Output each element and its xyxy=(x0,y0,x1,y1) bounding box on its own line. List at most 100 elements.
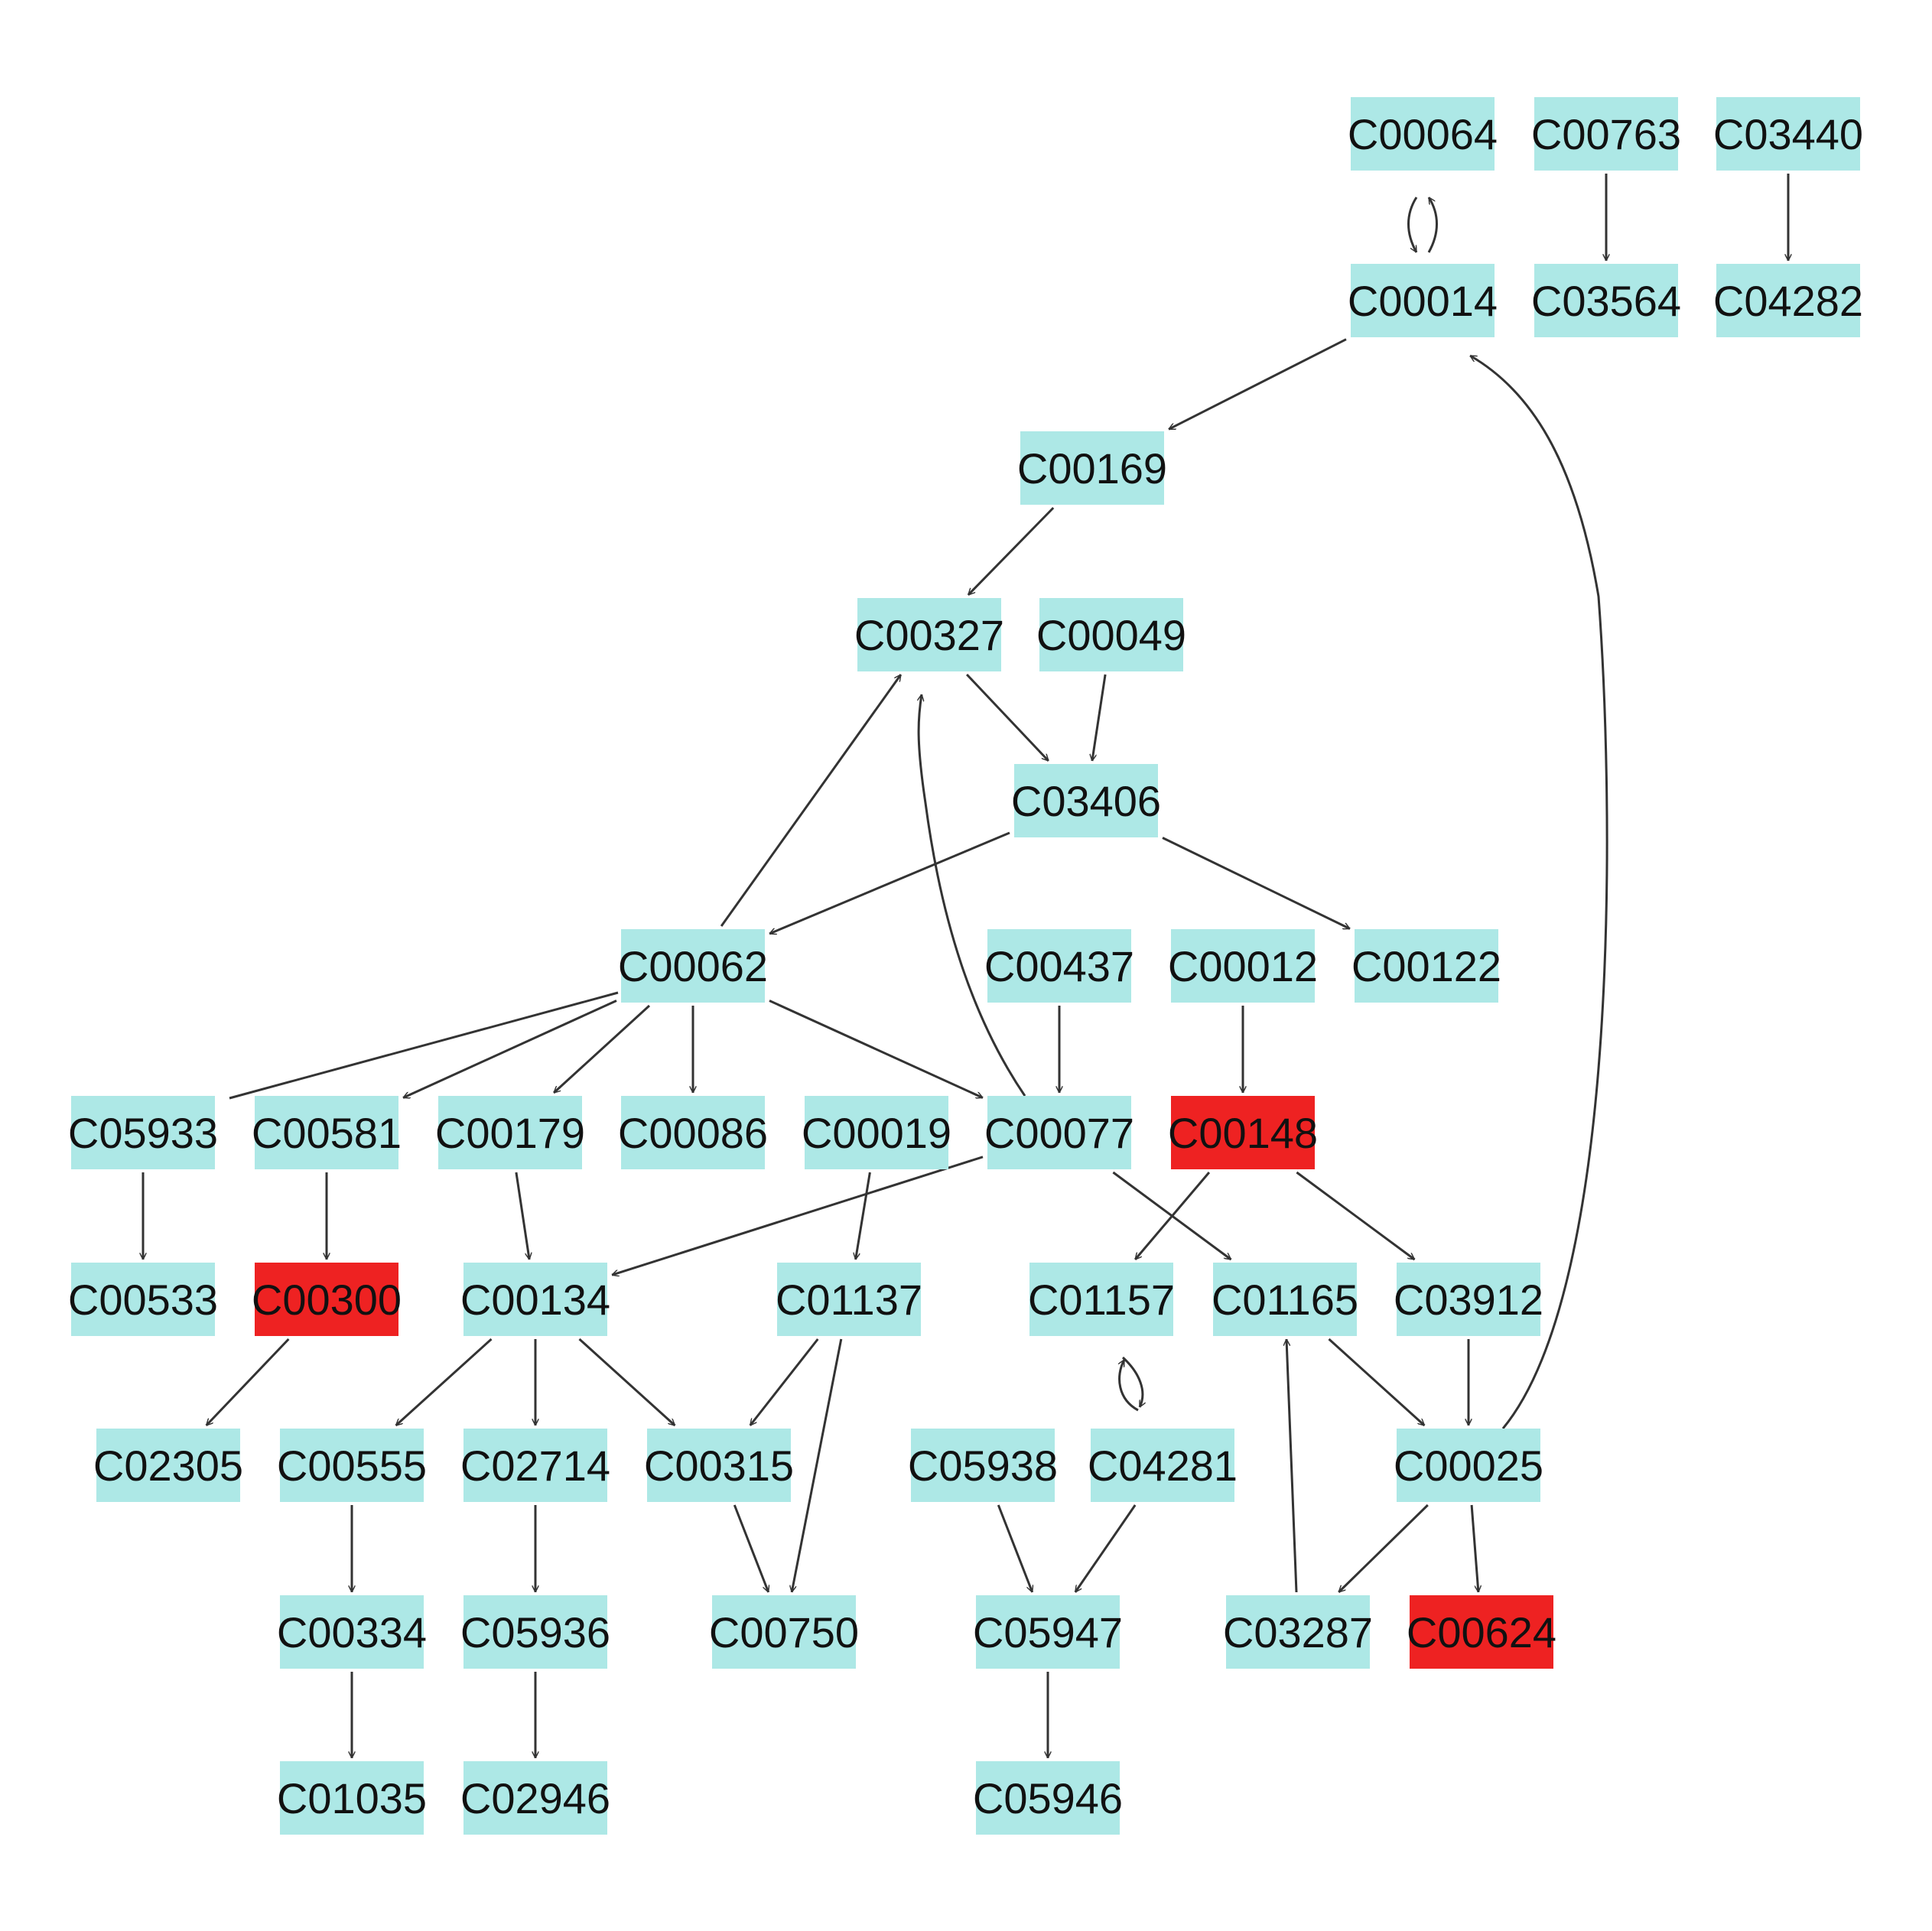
node-box xyxy=(621,929,765,1003)
node-c00122[interactable]: C00122 xyxy=(1351,929,1501,1003)
node-label: C00581 xyxy=(252,1109,402,1157)
node-c00763[interactable]: C00763 xyxy=(1531,97,1681,171)
node-box xyxy=(463,1263,607,1336)
node-c01165[interactable]: C01165 xyxy=(1212,1263,1358,1336)
node-label: C00148 xyxy=(1168,1109,1318,1157)
node-box xyxy=(96,1429,240,1502)
node-box xyxy=(1534,264,1678,337)
node-label: C01157 xyxy=(1028,1276,1175,1324)
node-c00581[interactable]: C00581 xyxy=(252,1096,402,1169)
node-c05946[interactable]: C05946 xyxy=(973,1761,1123,1835)
node-label: C02946 xyxy=(460,1774,610,1822)
node-label: C00533 xyxy=(68,1276,218,1324)
node-label: C04281 xyxy=(1088,1442,1238,1490)
node-c00064[interactable]: C00064 xyxy=(1348,97,1498,171)
node-c00555[interactable]: C00555 xyxy=(277,1429,427,1502)
node-box xyxy=(1029,1263,1173,1336)
node-c01157[interactable]: C01157 xyxy=(1028,1263,1175,1336)
node-c02714[interactable]: C02714 xyxy=(460,1429,610,1502)
node-c02305[interactable]: C02305 xyxy=(93,1429,243,1502)
node-label: C05946 xyxy=(973,1774,1123,1822)
node-c01035[interactable]: C01035 xyxy=(277,1761,427,1835)
node-box xyxy=(712,1595,856,1669)
edge-c00019-to-c01137 xyxy=(856,1172,871,1260)
node-c00019[interactable]: C00019 xyxy=(802,1096,951,1169)
node-label: C03564 xyxy=(1531,277,1681,325)
node-box xyxy=(976,1761,1120,1835)
node-c00012[interactable]: C00012 xyxy=(1168,929,1318,1003)
node-box xyxy=(911,1429,1055,1502)
node-c00624[interactable]: C00624 xyxy=(1407,1595,1556,1669)
edge-c00062-to-c00179 xyxy=(554,1004,651,1094)
node-box xyxy=(987,1096,1131,1169)
node-box xyxy=(647,1429,791,1502)
node-label: C00077 xyxy=(984,1109,1134,1157)
node-box xyxy=(1091,1429,1234,1502)
node-box xyxy=(1397,1429,1540,1502)
node-c00148[interactable]: C00148 xyxy=(1168,1096,1318,1169)
node-box xyxy=(1171,929,1315,1003)
node-label: C00019 xyxy=(802,1109,951,1157)
node-c04281[interactable]: C04281 xyxy=(1088,1429,1238,1502)
node-label: C00014 xyxy=(1348,277,1498,325)
node-label: C00315 xyxy=(644,1442,794,1490)
node-c02946[interactable]: C02946 xyxy=(460,1761,610,1835)
node-c03564[interactable]: C03564 xyxy=(1531,264,1681,337)
node-box xyxy=(777,1263,921,1336)
node-c00334[interactable]: C00334 xyxy=(277,1595,427,1669)
node-label: C00049 xyxy=(1036,611,1186,659)
node-box xyxy=(71,1263,215,1336)
edge-c00327-to-c03406 xyxy=(966,673,1049,761)
edge-c01157-to-c04281 xyxy=(1121,1356,1143,1407)
node-box xyxy=(1355,929,1498,1003)
node-c00086[interactable]: C00086 xyxy=(618,1096,768,1169)
node-box xyxy=(976,1595,1120,1669)
node-c01137[interactable]: C01137 xyxy=(776,1263,922,1336)
node-box xyxy=(280,1429,424,1502)
node-box xyxy=(463,1761,607,1835)
node-c00315[interactable]: C00315 xyxy=(644,1429,794,1502)
node-c05947[interactable]: C05947 xyxy=(973,1595,1123,1669)
edge-c00062-to-c00581 xyxy=(403,1000,617,1099)
node-c00533[interactable]: C00533 xyxy=(68,1263,218,1336)
node-box xyxy=(1226,1595,1370,1669)
edge-c00134-to-c00555 xyxy=(396,1338,493,1427)
node-c00025[interactable]: C00025 xyxy=(1394,1429,1543,1502)
node-c03912[interactable]: C03912 xyxy=(1394,1263,1543,1336)
node-c03287[interactable]: C03287 xyxy=(1223,1595,1373,1669)
edge-c03287-to-c01165 xyxy=(1286,1339,1298,1593)
edge-c00315-to-c00750 xyxy=(733,1504,768,1592)
node-label: C05936 xyxy=(460,1608,610,1656)
edge-c00134-to-c00315 xyxy=(578,1338,675,1427)
node-box xyxy=(987,929,1131,1003)
node-c05938[interactable]: C05938 xyxy=(908,1429,1058,1502)
node-c00134[interactable]: C00134 xyxy=(460,1263,610,1336)
node-c00179[interactable]: C00179 xyxy=(435,1096,585,1169)
node-label: C03406 xyxy=(1011,777,1161,825)
edge-c00062-to-c00077 xyxy=(769,1000,983,1099)
node-box xyxy=(255,1096,398,1169)
node-label: C00122 xyxy=(1351,942,1501,990)
edge-c00169-to-c00327 xyxy=(968,506,1055,595)
node-c00077[interactable]: C00077 xyxy=(984,1096,1134,1169)
node-label: C00300 xyxy=(252,1276,402,1324)
node-c00049[interactable]: C00049 xyxy=(1036,598,1186,671)
node-label: C01165 xyxy=(1212,1276,1358,1324)
node-label: C02714 xyxy=(460,1442,610,1490)
node-c03406[interactable]: C03406 xyxy=(1011,764,1161,837)
node-label: C00025 xyxy=(1394,1442,1543,1490)
node-c00062[interactable]: C00062 xyxy=(618,929,768,1003)
node-c00750[interactable]: C00750 xyxy=(709,1595,859,1669)
node-c03440[interactable]: C03440 xyxy=(1713,97,1863,171)
node-c00014[interactable]: C00014 xyxy=(1348,264,1498,337)
node-c05933[interactable]: C05933 xyxy=(68,1096,218,1169)
node-c00300[interactable]: C00300 xyxy=(252,1263,402,1336)
node-c00437[interactable]: C00437 xyxy=(984,929,1134,1003)
node-c04282[interactable]: C04282 xyxy=(1713,264,1863,337)
node-box xyxy=(1716,97,1860,171)
node-c05936[interactable]: C05936 xyxy=(460,1595,610,1669)
node-c00327[interactable]: C00327 xyxy=(854,598,1004,671)
node-c00169[interactable]: C00169 xyxy=(1017,431,1167,505)
